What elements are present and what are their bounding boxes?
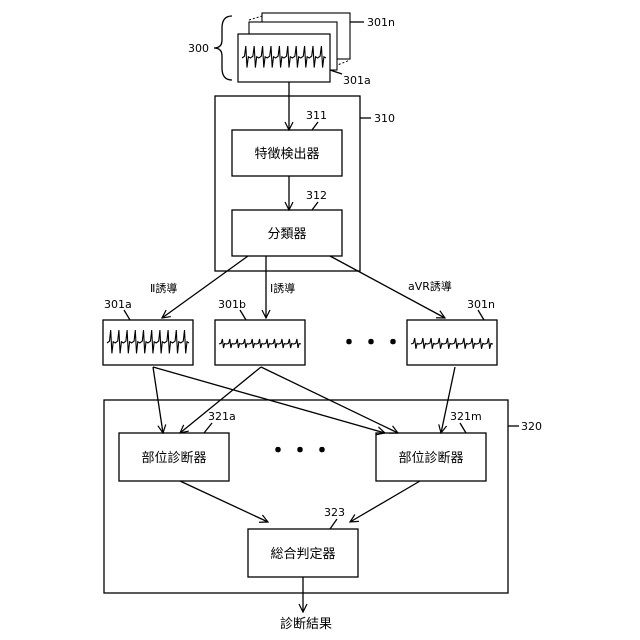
- first-ref-label: 301a: [343, 74, 371, 87]
- lead-ii-ref-label: 301a: [104, 298, 132, 311]
- diagnosers-ellipsis: ・・・: [267, 439, 333, 464]
- stack-dots-top: [249, 16, 262, 20]
- lead-panel-i: 301b: [215, 298, 305, 365]
- leader-first-ref: [330, 70, 342, 74]
- leader-lead-avr-ref: [478, 310, 484, 320]
- site-m-ref-label: 321m: [450, 410, 482, 423]
- diagnosis-block: 320 部位診断器 321a 部位診断器 321m ・・・ 総合判定器 323: [104, 400, 542, 593]
- leader-lead-i-ref: [240, 310, 246, 320]
- input-ecg-stack: 300 301n 301a: [188, 13, 395, 87]
- site-a-ref-label: 321a: [208, 410, 236, 423]
- arrow-site-a-to-judge: [180, 481, 268, 522]
- judge-ref-label: 323: [324, 506, 345, 519]
- processor-ref-label: 310: [374, 112, 395, 125]
- lead-i-name: Ⅰ誘導: [270, 281, 295, 295]
- group-ref-label: 300: [188, 42, 209, 55]
- feature-detector-label: 特徴検出器: [254, 147, 319, 162]
- lead-avr-name: aVR誘導: [408, 279, 452, 293]
- lead-panel-ii: 301a: [103, 298, 193, 365]
- leader-site-m-ref: [460, 423, 466, 433]
- lead-avr-ref-label: 301n: [467, 298, 495, 311]
- lead-avr-box: [407, 320, 497, 365]
- site-diagnoser-m-label: 部位診断器: [398, 450, 463, 466]
- classifier-label: 分類器: [267, 227, 306, 242]
- leader-classifier-ref: [312, 202, 318, 210]
- output-label: 診断結果: [280, 616, 332, 632]
- lead-ii-name: Ⅱ誘導: [150, 281, 177, 295]
- leader-detector-ref: [312, 122, 318, 130]
- arrow-site-m-to-judge: [350, 481, 420, 522]
- lead-panel-avr: 301n: [407, 298, 497, 365]
- diagnosis-ref-label: 320: [521, 420, 542, 433]
- last-ref-label: 301n: [367, 16, 395, 29]
- group-brace: [214, 16, 232, 80]
- leader-lead-ii-ref: [124, 310, 130, 320]
- leader-judge-ref: [330, 519, 337, 529]
- site-diagnoser-a-label: 部位診断器: [141, 450, 206, 466]
- processor-block: 310 特徴検出器 311 分類器 312: [215, 82, 395, 271]
- detector-ref-label: 311: [306, 109, 327, 122]
- leads-ellipsis: ・・・: [338, 331, 404, 356]
- classifier-ref-label: 312: [306, 189, 327, 202]
- lead-i-ref-label: 301b: [218, 298, 246, 311]
- overall-judge-label: 総合判定器: [270, 547, 335, 562]
- leader-site-a-ref: [204, 423, 212, 433]
